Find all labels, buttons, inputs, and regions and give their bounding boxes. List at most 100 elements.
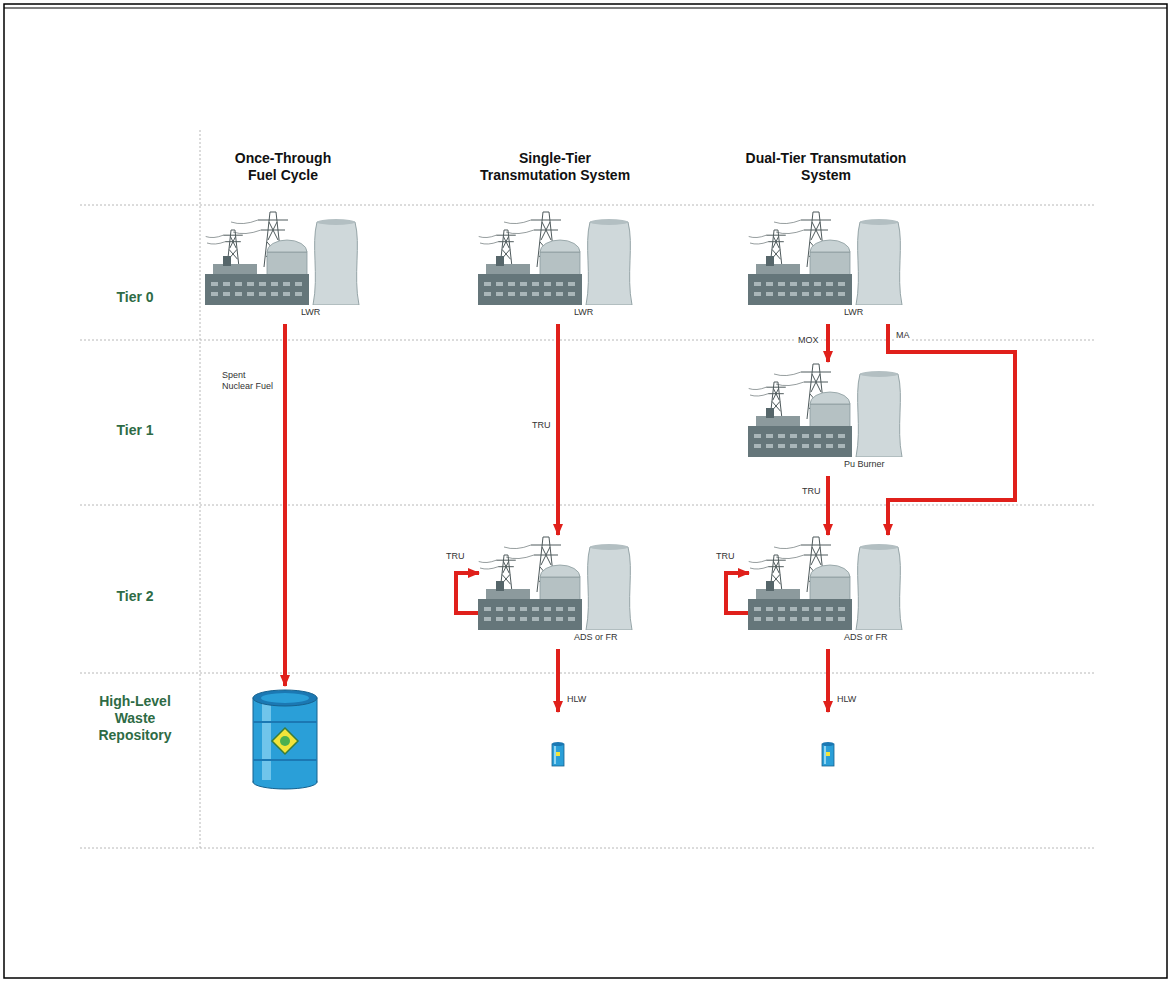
window	[838, 282, 845, 286]
window	[484, 282, 491, 286]
containment-dome	[540, 565, 580, 577]
window	[223, 282, 230, 286]
windows	[484, 607, 575, 621]
window	[496, 282, 503, 286]
reactor-unit: LWR	[478, 210, 638, 324]
row-label: High-Level Waste Repository	[90, 693, 180, 743]
window	[766, 434, 773, 438]
graphic-part	[496, 235, 516, 259]
cooling-tower	[860, 371, 898, 377]
window	[259, 282, 266, 286]
window	[826, 282, 833, 286]
unit-label: LWR	[844, 307, 863, 318]
window	[778, 292, 785, 296]
unit-label: LWR	[574, 307, 593, 318]
window	[778, 607, 785, 611]
graphic-part	[749, 560, 769, 569]
containment-dome	[810, 392, 850, 404]
cooling-tower	[856, 374, 902, 457]
window	[484, 607, 491, 611]
graphic-part	[774, 545, 804, 559]
window	[802, 444, 809, 448]
column-header: Once-Through Fuel Cycle	[223, 150, 343, 184]
windows	[211, 282, 302, 296]
graphic-part	[766, 560, 786, 584]
waste-barrel	[822, 742, 834, 766]
row-divider	[80, 205, 1095, 206]
window	[838, 292, 845, 296]
flow-arrow	[456, 573, 479, 613]
reactor-illustration	[478, 210, 638, 305]
reactor-unit: LWR	[205, 210, 365, 324]
window	[568, 282, 575, 286]
reactor-illustration	[748, 535, 908, 630]
reactor-unit: Pu Burner	[748, 362, 908, 476]
window	[766, 607, 773, 611]
flow-arrow	[283, 324, 287, 686]
graphic-part	[774, 372, 804, 386]
window	[814, 282, 821, 286]
window	[790, 292, 797, 296]
window	[508, 607, 515, 611]
window	[508, 617, 515, 621]
row-divider	[80, 848, 1095, 849]
reactor-illustration	[748, 210, 908, 305]
plant-building	[766, 408, 774, 418]
window	[520, 617, 527, 621]
graphic-part	[504, 545, 534, 559]
graphic-part	[231, 220, 261, 234]
power-pylon	[206, 230, 243, 266]
window	[532, 282, 539, 286]
graphic-part	[504, 220, 534, 234]
flow-arrow	[826, 649, 830, 712]
plant-building	[205, 274, 309, 305]
window	[283, 282, 290, 286]
unit-label: ADS or FR	[844, 632, 888, 643]
cooling-tower	[860, 219, 898, 225]
window	[790, 444, 797, 448]
window	[754, 282, 761, 286]
window	[568, 617, 575, 621]
window	[826, 444, 833, 448]
window	[211, 282, 218, 286]
window	[766, 282, 773, 286]
window	[814, 607, 821, 611]
unit-label: LWR	[301, 307, 320, 318]
window	[508, 282, 515, 286]
reactor-illustration	[748, 362, 908, 457]
hazard-symbol	[280, 736, 290, 746]
window	[271, 292, 278, 296]
cooling-tower	[313, 222, 359, 305]
graphic-part	[206, 235, 226, 244]
window	[802, 292, 809, 296]
graphic-part	[766, 387, 786, 411]
barrel-lid	[261, 693, 309, 703]
window	[484, 292, 491, 296]
window	[544, 617, 551, 621]
window	[271, 282, 278, 286]
column-header: Single-Tier Transmutation System	[471, 150, 639, 184]
reactor-plant	[205, 212, 359, 305]
reactor-illustration	[205, 210, 365, 305]
flow-arrow	[826, 476, 830, 535]
reactor-plant	[478, 537, 632, 630]
window	[247, 282, 254, 286]
window	[778, 617, 785, 621]
window	[532, 292, 539, 296]
power-pylon	[749, 230, 786, 266]
window	[802, 607, 809, 611]
window	[496, 607, 503, 611]
graphic-part	[479, 235, 499, 244]
window	[211, 292, 218, 296]
grid-lines	[80, 130, 1095, 848]
windows	[754, 434, 845, 448]
cooling-tower	[856, 222, 902, 305]
row-divider	[80, 505, 1095, 506]
flow-label: TRU	[530, 420, 553, 431]
flow-label: TRU	[714, 551, 737, 562]
hazard-symbol	[826, 752, 830, 756]
column-divider	[200, 130, 201, 848]
flow-label: MA	[894, 330, 912, 341]
